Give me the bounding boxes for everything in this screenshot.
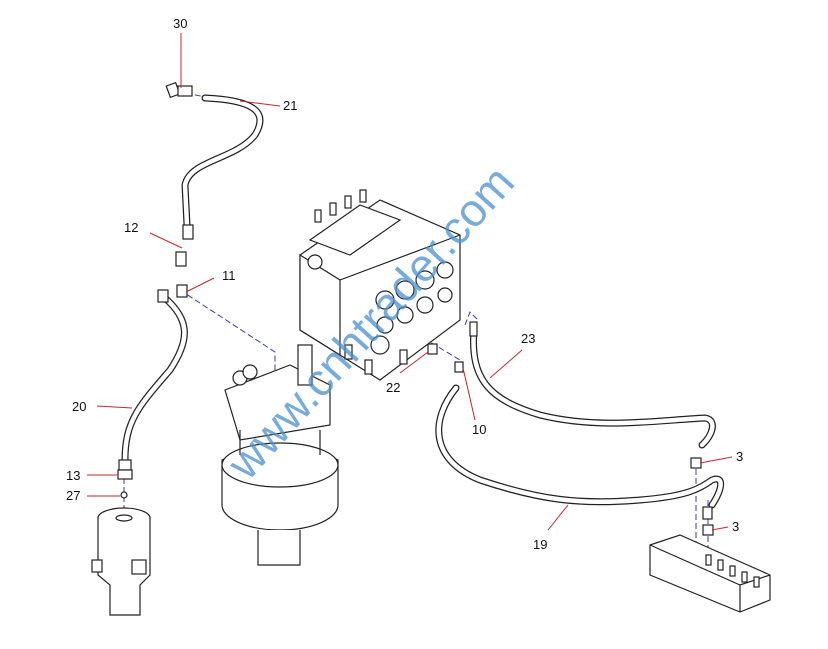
- callout-30: 30: [173, 16, 187, 31]
- swivel-joint: [91, 507, 151, 616]
- manifold-block: [649, 534, 771, 613]
- control-valve: [299, 189, 461, 381]
- callout-27: 27: [66, 488, 80, 503]
- watermark: www.cnhtrader.com: [216, 156, 524, 490]
- callout-11: 11: [222, 268, 236, 283]
- callouts: 30 21 12 11 20 13 27 22 23 10 3 3 19: [66, 16, 743, 552]
- callout-21: 21: [283, 98, 297, 113]
- callout-19: 19: [533, 537, 547, 552]
- fittings-22-10: [427, 321, 478, 373]
- callout-3-lower: 3: [732, 519, 739, 534]
- callout-10: 10: [472, 422, 486, 437]
- fittings-13-27: [117, 459, 133, 499]
- callout-23: 23: [521, 331, 535, 346]
- callout-22: 22: [386, 380, 400, 395]
- hose-19: [435, 384, 725, 509]
- hose-20: [121, 294, 188, 464]
- fittings-3: [690, 457, 714, 536]
- callout-12: 12: [124, 220, 138, 235]
- callout-3-upper: 3: [736, 449, 743, 464]
- fittings-12-11: [157, 224, 194, 303]
- hose-21: [181, 94, 264, 229]
- leader-lines: [87, 33, 733, 531]
- fitting-30: [165, 81, 193, 99]
- callout-13: 13: [66, 468, 80, 483]
- hose-23: [470, 326, 716, 449]
- callout-20: 20: [72, 399, 86, 414]
- swing-motor: [221, 344, 339, 566]
